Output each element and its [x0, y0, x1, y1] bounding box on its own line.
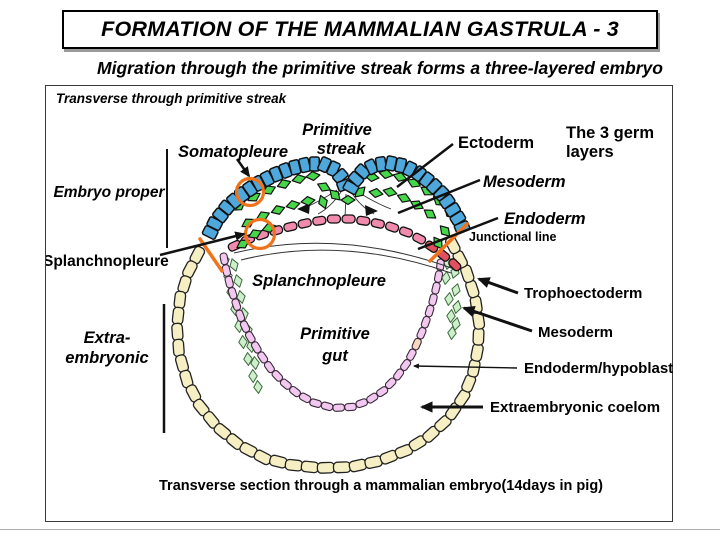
- hypoblast-ring: [219, 252, 445, 412]
- label-trophoectoderm: Trophoectoderm: [524, 285, 642, 302]
- label-mesoderm: Mesoderm: [483, 173, 566, 191]
- label-primitive-gut-2: gut: [321, 347, 349, 365]
- label-extraembryonic-coelom: Extraembryonic coelom: [490, 399, 660, 416]
- label-junctional-line: Junctional line: [469, 230, 557, 244]
- label-primitive-gut-1: Primitive: [300, 325, 370, 343]
- label-somatopleure: Somatopleure: [178, 143, 288, 161]
- title-box: FORMATION OF THE MAMMALIAN GASTRULA - 3: [62, 10, 658, 49]
- slide-bottom-edge: [0, 529, 720, 530]
- label-embryo-proper: Embryo proper: [53, 184, 165, 201]
- subtitle: Migration through the primitive streak f…: [97, 58, 663, 78]
- endoderm-arc: [227, 214, 462, 272]
- label-ectoderm: Ectoderm: [458, 134, 534, 152]
- trophoectoderm-ring: [171, 235, 486, 474]
- label-germ-layers-2: layers: [566, 143, 614, 161]
- label-extraembryonic-2: embryonic: [65, 349, 148, 367]
- label-endoderm: Endoderm: [504, 210, 586, 228]
- label-splanchnopleure-inner: Splanchnopleure: [252, 272, 386, 290]
- label-mesoderm-right: Mesoderm: [538, 324, 613, 341]
- label-endoderm-hypoblast: Endoderm/hypoblast: [524, 360, 673, 377]
- label-extraembryonic-1: Extra-: [84, 329, 131, 347]
- label-primitive-streak-1: Primitive: [302, 121, 372, 139]
- label-germ-layers-1: The 3 germ: [566, 124, 654, 142]
- label-splanchnopleure: Splanchnopleure: [46, 253, 169, 270]
- diagram-caption: Transverse section through a mammalian e…: [159, 478, 603, 494]
- label-primitive-streak-2: streak: [317, 140, 366, 158]
- note-transverse: Transverse through primitive streak: [56, 91, 288, 106]
- label-arrows: [159, 143, 533, 433]
- page-title: FORMATION OF THE MAMMALIAN GASTRULA - 3: [101, 17, 619, 41]
- diagram-frame: Transverse through primitive streak Soma…: [45, 85, 673, 522]
- gastrula-diagram: Transverse through primitive streak Soma…: [46, 91, 673, 494]
